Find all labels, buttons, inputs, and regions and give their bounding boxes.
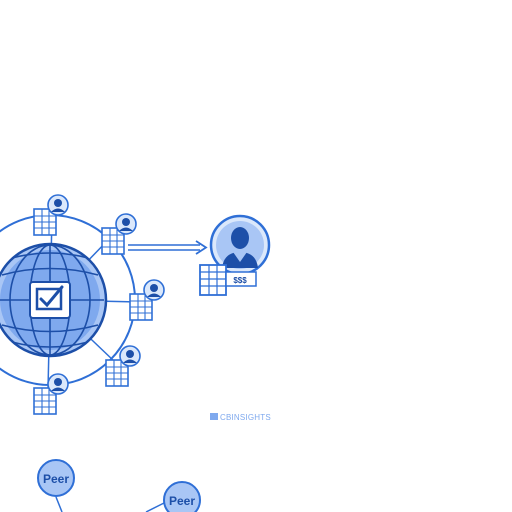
user-ledger-icon (33, 194, 69, 236)
user-ledger-icon (105, 345, 141, 387)
ring-nodes (33, 194, 165, 415)
user-ledger-icon (129, 279, 165, 321)
peer-connector-2 (145, 502, 165, 512)
owner-badge: $$$ (233, 276, 247, 285)
user-ledger-icon (33, 373, 69, 415)
brand-text: CBINSIGHTS (220, 413, 271, 422)
peer-connector-1 (55, 496, 63, 512)
peer-label-2: Peer (169, 494, 195, 508)
peer-label-1: Peer (43, 472, 69, 486)
checkbox-ballot-icon (29, 281, 71, 319)
owner-ledger-icon (199, 264, 257, 296)
peer-node-2: Peer (163, 481, 201, 512)
user-ledger-icon (101, 213, 137, 255)
peer-node-1: Peer (37, 459, 75, 497)
brand-logo: CBINSIGHTS (210, 413, 271, 422)
arrow-to-owner (128, 240, 208, 255)
person-avatar-icon (209, 214, 271, 276)
